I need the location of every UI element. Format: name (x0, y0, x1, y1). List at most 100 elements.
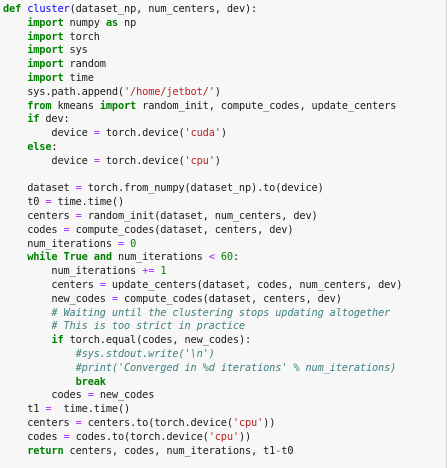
code-line: # This is too strict in practice (3, 320, 446, 334)
code-line: if dev: (3, 113, 446, 127)
keyword-token: if (51, 334, 64, 347)
keyword-token: import (27, 58, 64, 71)
code-text: sys (63, 44, 88, 57)
keyword-token: while (27, 251, 58, 264)
code-line: break (3, 376, 446, 390)
number-token: 60 (220, 251, 233, 264)
keyword-token: if (27, 113, 40, 126)
keyword-token: import (27, 30, 64, 43)
code-line: num_iterations += 1 (3, 265, 446, 279)
code-text: num_iterations (3, 265, 143, 278)
number-token: 0 (130, 237, 137, 250)
operator-token: = (117, 237, 124, 250)
string-token: '/home/jetbot/' (124, 85, 215, 98)
comment-token: # Waiting until the clustering stops upd… (51, 306, 391, 319)
code-text: t0 (281, 444, 294, 457)
code-line: return centers, codes, num_iterations, t… (3, 445, 446, 459)
code-text: time.time() (51, 403, 131, 416)
operator-token: = (93, 127, 100, 140)
code-text: random_init, compute_codes, update_cente… (136, 99, 397, 112)
code-line: import sys (3, 44, 446, 58)
code-text (3, 72, 27, 84)
code-text: random (63, 58, 106, 71)
code-text: device (3, 154, 94, 167)
code-text (3, 100, 27, 112)
keyword-token: True (63, 251, 88, 264)
code-line: codes = compute_codes(dataset, centers, … (3, 224, 446, 238)
code-line: t0 = time.time() (3, 196, 446, 210)
operator-token: += (142, 265, 155, 278)
code-text: time (63, 71, 94, 84)
code-text (3, 31, 27, 43)
code-line: num_iterations = 0 (3, 238, 446, 252)
code-line: codes = new_codes (3, 389, 446, 403)
code-text (3, 362, 76, 374)
code-line: device = torch.device('cpu') (3, 155, 446, 169)
code-text: torch.device( (99, 127, 185, 140)
code-editor[interactable]: def cluster(dataset_np, num_centers, dev… (0, 0, 446, 458)
code-text (3, 334, 51, 346)
keyword-token: as (105, 16, 118, 29)
code-text: device (3, 127, 94, 140)
code-text (3, 307, 51, 319)
keyword-token: import (27, 44, 64, 57)
keyword-token: def (3, 3, 22, 15)
code-line: while True and num_iterations < 60: (3, 251, 446, 265)
code-text: centers (3, 278, 100, 291)
code-text: num_iterations (111, 251, 209, 264)
code-line: codes = codes.to(torch.device('cpu')) (3, 431, 446, 445)
keyword-token: and (93, 251, 112, 264)
code-text: kmeans (51, 99, 100, 112)
code-text: centers (3, 209, 76, 222)
keyword-token: import (27, 71, 64, 84)
code-text (3, 348, 76, 360)
code-text (3, 445, 27, 457)
code-line: # Waiting until the clustering stops upd… (3, 307, 446, 321)
keyword-token: return (27, 444, 64, 457)
code-text (3, 58, 27, 70)
operator-token: = (111, 292, 118, 305)
comment-token: # This is too strict in practice (51, 320, 245, 333)
code-line: import time (3, 72, 446, 86)
code-text: torch (63, 30, 100, 43)
code-line: centers = random_init(dataset, num_cente… (3, 210, 446, 224)
code-text: dataset (3, 182, 76, 195)
string-token: 'cpu' (208, 430, 239, 443)
code-text: update_centers(dataset, codes, num_cente… (105, 278, 403, 291)
keyword-token: break (75, 375, 106, 388)
code-text: codes (3, 389, 88, 402)
operator-token: = (75, 209, 82, 222)
code-line: import torch (3, 31, 446, 45)
code-line: from kmeans import random_init, compute_… (3, 100, 446, 114)
code-line: centers = centers.to(torch.device('cpu')… (3, 417, 446, 431)
operator-token: - (275, 444, 282, 457)
code-line: t1 = time.time() (3, 403, 446, 417)
code-line: dataset = torch.from_numpy(dataset_np).t… (3, 182, 446, 196)
code-text: centers.to(torch.device( (81, 416, 233, 429)
code-text: new_codes (3, 292, 112, 305)
operator-token: < (208, 251, 215, 264)
code-text (3, 44, 27, 56)
code-text: np (117, 16, 137, 29)
comment-token: #sys.stdout.write('\n') (75, 347, 215, 360)
code-text (3, 141, 27, 153)
code-line: #print('Converged in %d iterations' % nu… (3, 362, 446, 376)
code-text (3, 251, 27, 263)
code-text: (dataset_np, num_centers, dev): (69, 3, 258, 15)
operator-token: = (99, 278, 106, 291)
code-text: codes (3, 223, 64, 236)
code-line: import numpy as np (3, 17, 446, 31)
code-text: codes.to(torch.device( (69, 430, 209, 443)
code-text: : (51, 140, 58, 153)
code-text: numpy (63, 16, 106, 29)
code-text: centers (3, 416, 76, 429)
code-line: device = torch.device('cuda') (3, 127, 446, 141)
keyword-token: import (99, 99, 137, 112)
code-line (3, 169, 446, 183)
code-line: import random (3, 58, 446, 72)
code-text: codes (3, 430, 64, 443)
code-text: t0 (3, 196, 46, 209)
operator-token: = (75, 182, 82, 195)
code-text: new_codes (93, 389, 155, 402)
